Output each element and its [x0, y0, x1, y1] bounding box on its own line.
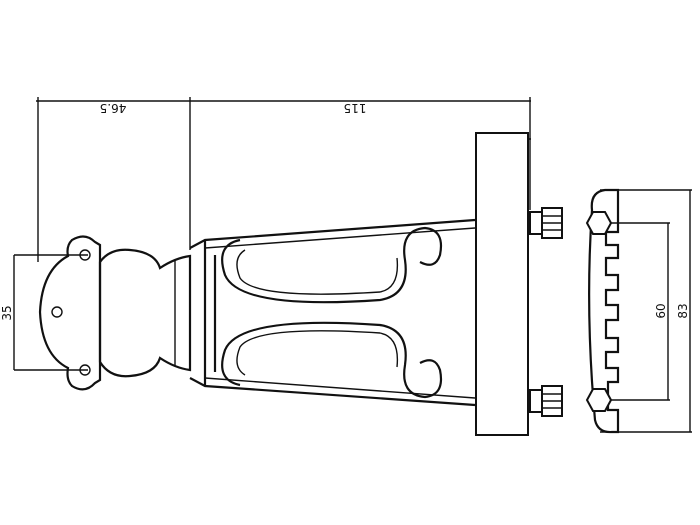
dim-46-5: 46.5 [100, 101, 127, 115]
base-plate [38, 235, 102, 391]
dim-35: 35 [0, 305, 14, 320]
dimension-lines [13, 97, 692, 433]
tailpiece-bar [585, 188, 620, 434]
dim-60: 60 [654, 303, 668, 318]
studs [529, 207, 563, 417]
neck [98, 248, 192, 378]
dim-83: 83 [676, 303, 690, 318]
frame [189, 218, 476, 407]
dim-115: 115 [344, 101, 367, 115]
mounting-block [475, 132, 529, 436]
